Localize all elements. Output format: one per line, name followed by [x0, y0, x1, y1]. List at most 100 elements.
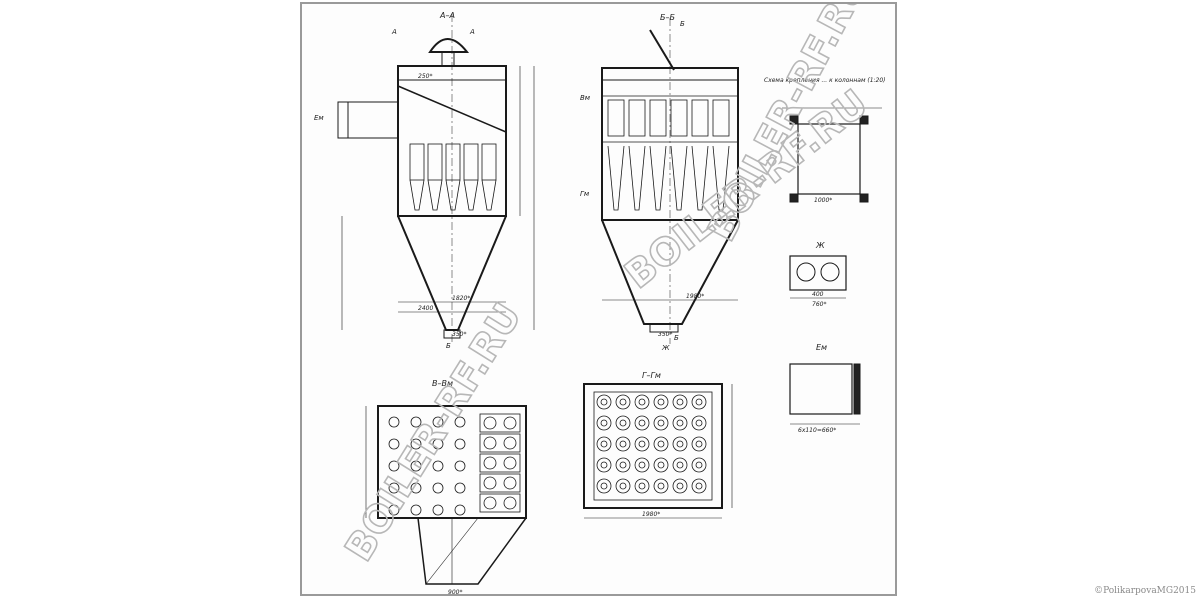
cyclone-hole — [388, 416, 400, 428]
cyclone-cone — [445, 179, 461, 211]
cyclone-ring — [691, 436, 707, 452]
cyclone-core — [638, 419, 646, 427]
dim-350-a: 350* — [452, 331, 466, 338]
cyclone-body — [712, 99, 730, 137]
distribution-plate — [397, 85, 507, 133]
cut-mark-em: Ем — [314, 114, 324, 122]
cyclone-core — [695, 461, 703, 469]
gas-inlet — [337, 101, 399, 139]
cyclone-cone — [670, 145, 688, 211]
cyclone-ring — [691, 457, 707, 473]
cyclone-hole — [483, 416, 497, 430]
cyclone-ring — [615, 436, 631, 452]
column-bl — [789, 193, 799, 203]
cyclone-ring — [672, 436, 688, 452]
cyclone-core — [695, 482, 703, 490]
section-title-em: Ем — [816, 343, 827, 352]
cyclone-cone — [481, 179, 497, 211]
vent-pipe — [649, 29, 675, 71]
cyclone-body — [628, 99, 646, 137]
cyclone-core — [695, 419, 703, 427]
cyclone-ring — [615, 394, 631, 410]
cyclone-ring — [596, 457, 612, 473]
frame-outline — [797, 123, 861, 195]
section-title-zh: Ж — [815, 241, 825, 250]
cyclone-ring — [691, 415, 707, 431]
plan-gg-inner — [593, 391, 713, 501]
cyclone-ring — [596, 415, 612, 431]
cyclone-hole — [432, 504, 444, 516]
cyclone-grid-gg — [596, 394, 707, 494]
cyclone-core — [600, 440, 608, 448]
cut-mark-gm: Гм — [580, 190, 590, 198]
cyclone-core — [600, 419, 608, 427]
cut-mark-a1: А — [469, 28, 475, 36]
scheme-title: Схема крепления ... к колоннам (1:20) — [764, 77, 886, 84]
cyclone-ring — [634, 457, 650, 473]
cyclone-ring — [653, 457, 669, 473]
cyclone-ring — [634, 415, 650, 431]
cyclone-grid-vv — [388, 413, 521, 516]
cyclone-hole — [503, 456, 517, 470]
cyclone-core — [619, 398, 627, 406]
cyclone-row-bb — [607, 99, 730, 211]
detail-em-frame — [789, 363, 853, 415]
column-fixing-scheme — [782, 107, 882, 203]
cyclone-hole — [483, 436, 497, 450]
cyclone-cone — [649, 145, 667, 211]
cyclone-ring — [596, 394, 612, 410]
cyclone-hole — [503, 416, 517, 430]
column-tr — [859, 115, 869, 125]
cyclone-core — [619, 482, 627, 490]
dim-350-b: 350* — [658, 331, 672, 338]
cyclone-body — [463, 143, 479, 181]
cyclone-ring — [653, 394, 669, 410]
cyclone-ring — [634, 478, 650, 494]
section-title-bb: Б–Б — [660, 13, 675, 22]
cyclone-core — [600, 461, 608, 469]
cyclone-hole — [410, 482, 422, 494]
column-tl — [789, 115, 799, 125]
cyclone-cell — [479, 493, 521, 513]
cyclone-ring — [691, 394, 707, 410]
column-br — [859, 193, 869, 203]
cyclone-ring — [653, 415, 669, 431]
dim-6x110: 6x110=660* — [798, 427, 836, 434]
dim-900: 900* — [448, 589, 462, 596]
cyclone-ring — [672, 457, 688, 473]
cyclone-ring — [615, 478, 631, 494]
cyclone-body — [481, 143, 497, 181]
cyclone-core — [657, 419, 665, 427]
detail-zh-hole-2 — [820, 262, 840, 282]
cyclone-ring — [672, 478, 688, 494]
cyclone-ring — [653, 478, 669, 494]
dim-1980-a: 1980* — [686, 293, 704, 300]
cyclone-row-aa — [409, 143, 497, 211]
cyclone-cone — [628, 145, 646, 211]
plan-vv-hopper — [417, 517, 527, 585]
cut-mark-a2: А — [391, 28, 397, 36]
cyclone-ring — [615, 457, 631, 473]
cyclone-ring — [596, 436, 612, 452]
cyclone-hole — [483, 496, 497, 510]
cyclone-body — [427, 143, 443, 181]
cyclone-ring — [672, 415, 688, 431]
cyclone-hole — [454, 504, 466, 516]
cyclone-core — [657, 398, 665, 406]
view-plan-vv — [365, 405, 527, 585]
cyclone-hole — [454, 416, 466, 428]
cyclone-core — [676, 440, 684, 448]
cut-mark-vm: Вм — [580, 94, 591, 102]
cyclone-hole — [388, 438, 400, 450]
cyclone-core — [600, 482, 608, 490]
cyclone-hole — [410, 460, 422, 472]
view-section-aa — [337, 14, 535, 344]
cyclone-ring — [634, 394, 650, 410]
cyclone-hole — [503, 476, 517, 490]
drawing-sheet: A–A Б–Б В–Вм Г–Гм Ж Ем Схема крепления .… — [300, 2, 897, 596]
cyclone-cone — [712, 145, 730, 211]
cyclone-cell — [479, 453, 521, 473]
cyclone-core — [695, 440, 703, 448]
cyclone-core — [600, 398, 608, 406]
detail-zh-hole-1 — [796, 262, 816, 282]
